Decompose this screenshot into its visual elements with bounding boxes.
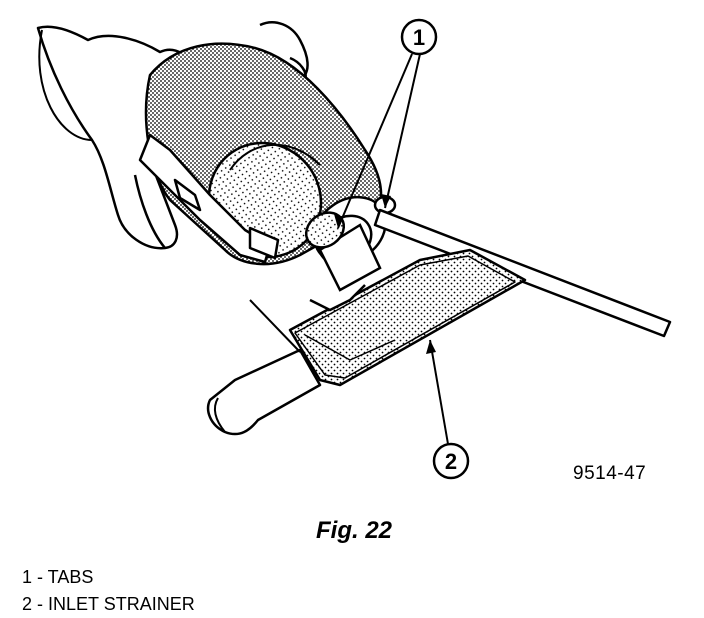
inlet-strainer bbox=[288, 248, 527, 387]
screwdriver bbox=[206, 208, 672, 436]
screwdriver-handle bbox=[206, 348, 322, 436]
callout-2-number: 2 bbox=[445, 449, 457, 474]
figure-legend: 1 - TABS 2 - INLET STRAINER bbox=[22, 564, 195, 618]
callout-1-number: 1 bbox=[413, 25, 425, 50]
fuel-pump-strainer-illustration: 1 2 bbox=[36, 18, 672, 480]
figure-caption: Fig. 22 bbox=[316, 517, 393, 544]
callout-2: 2 bbox=[426, 339, 470, 480]
figure-reference-code: 9514-47 bbox=[573, 463, 647, 484]
legend-item-inlet-strainer: 2 - INLET STRAINER bbox=[22, 594, 195, 614]
fuel-pump-body bbox=[138, 42, 383, 266]
callout-1: 1 bbox=[334, 18, 438, 229]
legend-item-tabs: 1 - TABS bbox=[22, 567, 94, 587]
pump-inlet-tube bbox=[304, 195, 397, 292]
